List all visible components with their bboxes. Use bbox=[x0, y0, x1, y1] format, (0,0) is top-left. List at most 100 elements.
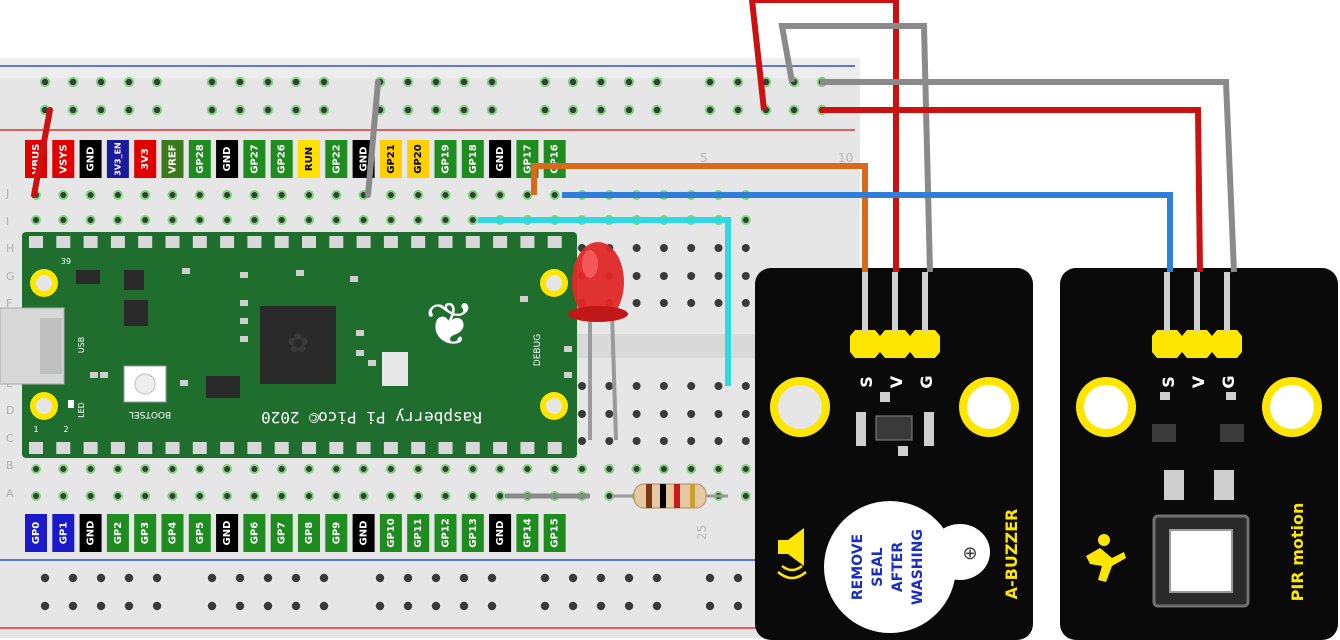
terminal-hole bbox=[276, 215, 287, 225]
row-letter: A bbox=[6, 487, 14, 500]
terminal-hole bbox=[194, 190, 205, 200]
terminal-hole bbox=[358, 491, 369, 501]
rail-hole bbox=[318, 104, 330, 116]
smd-component bbox=[875, 415, 913, 441]
terminal-hole bbox=[605, 437, 614, 445]
pir-header bbox=[1152, 272, 1242, 358]
rail-hole bbox=[458, 76, 470, 88]
rail-hole bbox=[623, 76, 635, 88]
terminal-hole bbox=[687, 272, 696, 280]
pin-label: GP13 bbox=[468, 518, 479, 547]
pin-label: GP19 bbox=[441, 144, 452, 173]
pin-label: GP4 bbox=[168, 522, 179, 545]
edge-pad bbox=[56, 442, 71, 454]
terminal-hole bbox=[112, 190, 123, 200]
rail-hole bbox=[290, 76, 302, 88]
rail-hole bbox=[207, 601, 217, 611]
pin-label: GND bbox=[359, 521, 370, 546]
seal-line-1: REMOVE bbox=[850, 534, 866, 600]
pin-label: GP9 bbox=[331, 522, 342, 545]
smd-component bbox=[924, 412, 934, 446]
rp2040-chip bbox=[260, 306, 336, 384]
terminal-hole bbox=[577, 464, 587, 474]
terminal-hole bbox=[385, 215, 396, 225]
rail-hole bbox=[207, 573, 217, 583]
smd-component bbox=[90, 372, 98, 378]
smd-component bbox=[1220, 424, 1244, 442]
terminal-hole bbox=[140, 215, 151, 225]
terminal-hole bbox=[467, 215, 478, 225]
edge-pad bbox=[220, 442, 235, 454]
pin-label-bg bbox=[379, 514, 402, 552]
red-led bbox=[568, 242, 628, 441]
terminal-hole bbox=[85, 491, 96, 501]
terminal-hole bbox=[658, 464, 669, 474]
terminal-hole bbox=[659, 410, 668, 418]
pin-label-bg bbox=[106, 514, 129, 552]
seal-line-2: SEAL bbox=[870, 547, 886, 586]
rail-hole bbox=[40, 601, 50, 611]
rail-hole bbox=[431, 573, 441, 583]
pin-label-bg bbox=[79, 514, 102, 552]
crystal bbox=[382, 352, 408, 386]
buzzer-name: A-BUZZER bbox=[1002, 509, 1021, 600]
edge-pad bbox=[247, 442, 262, 454]
column-number-10: 10 bbox=[838, 151, 853, 165]
pin-label-bg bbox=[106, 140, 129, 178]
pin-label-bg bbox=[379, 140, 402, 178]
raspberry-pi-pico: ✿ ❦ Raspberry Pi Pico © 2020 BOOTSEL USB… bbox=[0, 232, 577, 458]
row-letter: C bbox=[6, 432, 14, 445]
edge-pad bbox=[302, 236, 316, 248]
terminal-hole bbox=[58, 190, 69, 200]
pin-label-bg bbox=[516, 514, 539, 552]
terminal-hole bbox=[112, 464, 123, 474]
rail-hole bbox=[651, 76, 663, 88]
terminal-hole bbox=[112, 491, 123, 501]
rail-hole bbox=[290, 104, 302, 116]
rail-hole bbox=[487, 573, 497, 583]
pin-label: GP2 bbox=[113, 522, 124, 545]
led-label: LED bbox=[77, 402, 86, 418]
terminal-hole bbox=[331, 464, 342, 474]
pin-label-bg bbox=[134, 140, 157, 178]
pin-label-bg bbox=[543, 514, 566, 552]
edge-pad bbox=[547, 442, 562, 454]
pin-label-bg bbox=[188, 140, 211, 178]
smd-component bbox=[100, 372, 108, 378]
terminal-hole bbox=[740, 215, 751, 225]
edge-pad bbox=[165, 236, 180, 248]
row-letter: D bbox=[6, 404, 14, 417]
rail-hole bbox=[68, 573, 78, 583]
rail-hole bbox=[732, 76, 744, 88]
pin-label-bg bbox=[270, 514, 293, 552]
smd-component bbox=[240, 272, 248, 278]
pin-label-bg bbox=[216, 514, 239, 552]
terminal-hole bbox=[276, 464, 287, 474]
rail-hole bbox=[262, 76, 274, 88]
edge-pad bbox=[383, 236, 398, 248]
rail-hole bbox=[67, 104, 79, 116]
rail-hole bbox=[540, 601, 550, 611]
buzzer-pin-s-label: S bbox=[857, 376, 876, 388]
pin-label: GP10 bbox=[386, 518, 397, 547]
pin-label: GND bbox=[359, 147, 370, 172]
pir-pin-g-label: G bbox=[1219, 375, 1238, 388]
debug-label: DEBUG bbox=[533, 334, 543, 366]
edge-pad bbox=[220, 236, 235, 248]
terminal-hole bbox=[85, 190, 96, 200]
pin-label-bg bbox=[52, 140, 75, 178]
terminal-hole bbox=[167, 215, 178, 225]
gray-jumper bbox=[365, 79, 381, 198]
resistor bbox=[612, 483, 728, 509]
terminal-hole bbox=[632, 299, 641, 307]
terminal-hole bbox=[331, 215, 342, 225]
pin-label-bg bbox=[407, 140, 430, 178]
rail-hole bbox=[375, 573, 385, 583]
terminal-hole bbox=[659, 244, 668, 252]
terminal-hole bbox=[440, 491, 451, 501]
blue-wire-pir-s bbox=[562, 192, 1173, 272]
terminal-hole bbox=[167, 491, 178, 501]
rail-hole bbox=[152, 601, 162, 611]
terminal-hole bbox=[522, 190, 533, 200]
pir-name: PIR motion bbox=[1288, 503, 1307, 602]
